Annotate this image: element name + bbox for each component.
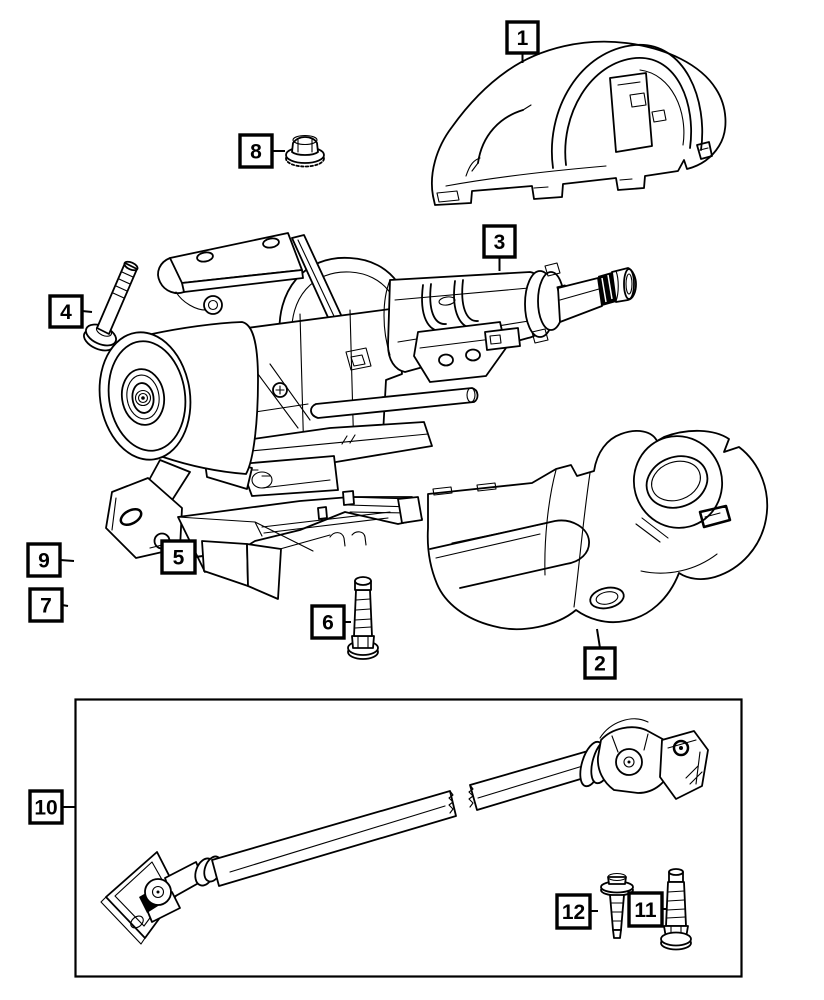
intermediate-shaft-drawing <box>100 718 709 945</box>
callout-7-number: 7 <box>40 595 52 618</box>
callout-11-box <box>627 891 664 928</box>
mid-bracket-drawing <box>413 321 507 383</box>
callout-7-box <box>28 587 64 623</box>
callout-12: 12 <box>555 893 598 930</box>
callout-10-box <box>28 789 64 825</box>
callout-6: 6 <box>310 604 351 640</box>
callout-12-box <box>555 893 592 930</box>
bolt-6-drawing <box>347 576 379 660</box>
inset-box <box>74 698 743 978</box>
steering-column-assembly-drawing <box>98 232 637 559</box>
callout-9-number: 9 <box>38 550 50 573</box>
callout-2: 2 <box>583 628 617 680</box>
upper-shroud-drawing <box>431 40 727 206</box>
callout-2-box <box>583 646 617 680</box>
lock-ring-drawing <box>524 262 568 344</box>
bolt-4-drawing <box>83 260 139 352</box>
callout-12-number: 12 <box>562 901 585 924</box>
callout-9-box <box>26 542 62 578</box>
callout-2-number: 2 <box>594 653 606 676</box>
callout-8-number: 8 <box>250 141 262 164</box>
switch-block-drawing <box>484 327 521 351</box>
callout-10-number: 10 <box>34 797 57 820</box>
bolt-11-drawing <box>660 868 692 951</box>
callout-4-box <box>48 294 84 329</box>
flange-nut-drawing <box>285 134 325 168</box>
lower-shaft-ujoint-drawing <box>105 459 191 559</box>
callout-10: 10 <box>28 789 75 825</box>
filler-bracket-drawing <box>177 490 423 600</box>
callout-1-number: 1 <box>517 27 529 50</box>
callout-7: 7 <box>28 587 69 623</box>
column-hub-drawing <box>98 321 259 475</box>
lower-shroud-drawing <box>426 429 769 630</box>
top-mount-bracket-drawing <box>157 232 304 315</box>
steering-shaft-drawing <box>557 267 637 323</box>
callout-9: 9 <box>26 542 75 578</box>
callout-5: 5 <box>160 539 204 575</box>
callout-11-number: 11 <box>634 899 657 922</box>
tilt-rod-drawing <box>310 387 479 419</box>
callout-3-box <box>482 224 517 259</box>
upper-ujoint-drawing <box>579 718 709 800</box>
callout-8: 8 <box>238 133 285 169</box>
callout-5-number: 5 <box>173 547 185 570</box>
callout-3: 3 <box>482 224 517 271</box>
callout-5-box <box>160 539 197 575</box>
callout-8-box <box>238 133 274 169</box>
callout-6-number: 6 <box>322 612 334 635</box>
callout-3-number: 3 <box>494 231 506 254</box>
bolt-12-drawing <box>600 872 634 939</box>
callout-11: 11 <box>627 891 666 928</box>
lower-bracket-boxes-drawing <box>231 421 433 497</box>
callout-4-number: 4 <box>60 301 72 324</box>
callout-6-box <box>310 604 346 640</box>
callout-1-box <box>505 20 540 55</box>
callout-4: 4 <box>48 294 93 329</box>
callout-1: 1 <box>505 20 540 63</box>
